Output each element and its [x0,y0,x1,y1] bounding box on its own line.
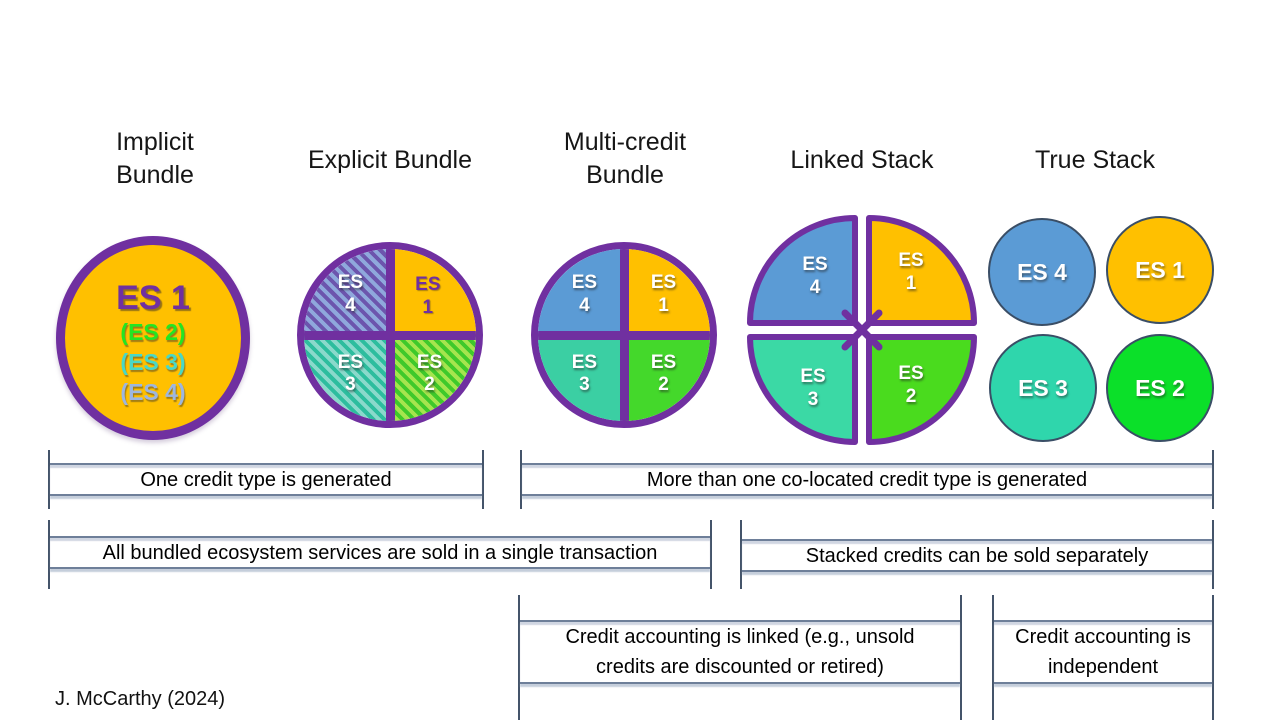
band-end-line [1212,520,1214,589]
annotation-band-bundle-sale: All bundled ecosystem services are sold … [48,520,712,589]
explicit-quadrant-es2 [390,335,476,421]
band-end-line [1212,595,1214,720]
implicit-secondary-label-es2: (ES 2) [120,319,186,345]
true-stack-circle-es2: ES 2 [1106,334,1214,442]
linked-center-x-icon [841,309,883,351]
linked-label-es3: ES 3 [800,366,826,410]
quadrant-label-es3: ES 3 [337,351,364,396]
explicit-quadrant-es3 [304,335,390,421]
multi-quadrant-es1 [624,249,710,335]
linked-label-es1: ES 1 [898,250,924,294]
linked-wedge-es3 [747,334,858,445]
true-stack-circle-es4: ES 4 [988,218,1096,326]
band-label: One credit type is generated [50,463,482,496]
band-end-line [48,520,50,589]
implicit-secondary-label-es3: (ES 3) [120,349,186,375]
linked-wedge-es2 [866,334,977,445]
quadrant-divider-horizontal [538,330,710,340]
quadrant-label-es1: ES 1 [415,274,441,319]
quadrant-label-es2: ES 2 [650,351,677,396]
annotation-band-multi-credit: More than one co-located credit type is … [520,450,1214,509]
linked-label-es4: ES 4 [802,254,828,298]
citation-text: J. McCarthy (2024) [55,688,226,710]
quadrant-label-es4: ES 4 [337,272,364,317]
linked-stack-chart [747,215,977,445]
band-label: All bundled ecosystem services are sold … [50,536,710,569]
band-end-line [520,450,522,509]
band-label: More than one co-located credit type is … [522,463,1212,496]
quadrant-divider-horizontal [304,330,476,340]
implicit-secondary-label-es4: (ES 4) [120,379,186,405]
quadrant-label-es3: ES 3 [571,351,598,396]
true-stack-label-es2: ES 2 [1135,374,1185,401]
column-title-true-stack: True Stack [1035,146,1155,174]
band-label: Stacked credits can be sold separately [742,539,1212,572]
linked-wedge-es1 [866,215,977,326]
true-stack-circle-es3: ES 3 [989,334,1097,442]
band-end-line [518,595,520,720]
annotation-band-one-credit: One credit type is generated [48,450,484,509]
band-end-line [740,520,742,589]
column-title-implicit-bundle: Implicit Bundle [116,128,194,189]
true-stack-label-es1: ES 1 [1135,256,1185,283]
explicit-bundle-circle: ES 4 ES 1 ES 3 ES 2 [297,242,483,428]
band-end-line [960,595,962,720]
true-stack-label-es4: ES 4 [1017,258,1067,285]
linked-wedge-es4 [747,215,858,326]
implicit-primary-label: ES 1 [116,279,190,317]
multi-quadrant-es4 [538,249,624,335]
linked-label-es2: ES 2 [898,363,924,407]
band-label: Credit accounting is linked (e.g., unsol… [520,620,960,684]
quadrant-label-es2: ES 2 [416,351,443,396]
band-end-line [1212,450,1214,509]
true-stack-circle-es1: ES 1 [1106,216,1214,324]
band-end-line [992,595,994,720]
implicit-bundle-circle: ES 1 (ES 2) (ES 3) (ES 4) [56,236,250,440]
multi-quadrant-es3 [538,335,624,421]
quadrant-label-es1: ES 1 [650,272,677,317]
multi-quadrant-es2 [624,335,710,421]
band-end-line [482,450,484,509]
column-title-explicit-bundle: Explicit Bundle [308,146,472,174]
band-label: Credit accounting is independent [994,620,1212,684]
band-end-line [48,450,50,509]
annotation-band-stack-sale: Stacked credits can be sold separately [740,520,1214,589]
explicit-quadrant-es1 [390,249,476,335]
band-end-line [710,520,712,589]
quadrant-label-es4: ES 4 [571,272,598,317]
true-stack-label-es3: ES 3 [1018,374,1068,401]
multi-credit-bundle-circle: ES 4 ES 1 ES 3 ES 2 [531,242,717,428]
column-title-linked-stack: Linked Stack [790,146,934,174]
column-title-multi-credit-bundle: Multi-credit Bundle [563,128,687,189]
annotation-band-linked-accounting: Credit accounting is linked (e.g., unsol… [518,595,962,720]
explicit-quadrant-es4 [304,249,390,335]
annotation-band-independent-accounting: Credit accounting is independent [992,595,1214,720]
